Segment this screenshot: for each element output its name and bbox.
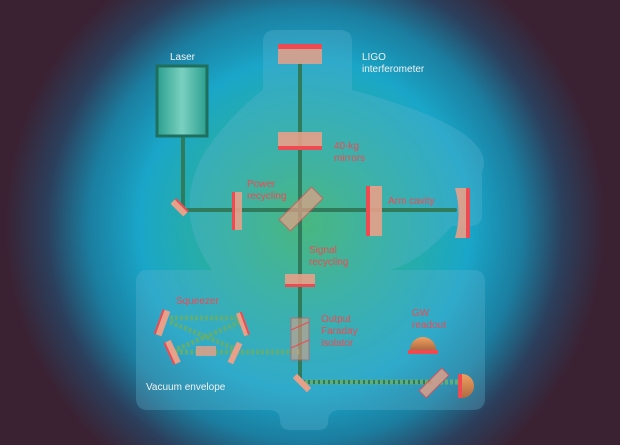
- arm-cavity-end-mirror: [455, 188, 470, 238]
- laser-source: [155, 64, 209, 138]
- label-vacuum-envelope: Vacuum envelope: [146, 382, 226, 393]
- label-squeezer: Squeezer: [176, 296, 219, 307]
- output-steering-mirror: [292, 373, 312, 393]
- laser-steering-mirror: [170, 199, 188, 217]
- label-ligo-interferometer: LIGO interferometer: [362, 52, 425, 75]
- squeezer-optics: [153, 309, 250, 365]
- arm-cavity-input-mirror: [366, 186, 382, 236]
- label-40kg-mirrors: 40-kg mirrors: [334, 141, 366, 164]
- power-recycling-mirror: [232, 192, 242, 230]
- vacuum-envelope: [136, 30, 485, 430]
- signal-recycling-mirror: [285, 274, 315, 287]
- photodiode: [458, 374, 474, 398]
- label-arm-cavity: Arm cavity: [388, 196, 435, 207]
- label-power-recycling: Power recycling: [247, 179, 287, 202]
- gw-readout-detector: [408, 337, 438, 354]
- readout-beam-splitter: [418, 367, 450, 399]
- end-mirror-top: [278, 44, 322, 64]
- test-mirror-vertical: [278, 132, 322, 150]
- label-gw-readout: GW readout: [412, 308, 446, 331]
- label-signal-recycling: Signal recycling: [309, 245, 349, 268]
- beam-splitter: [278, 186, 324, 232]
- output-faraday-isolator: [290, 317, 310, 361]
- label-laser: Laser: [170, 52, 196, 63]
- label-output-faraday-isolator: Output Faraday isolator: [321, 314, 358, 349]
